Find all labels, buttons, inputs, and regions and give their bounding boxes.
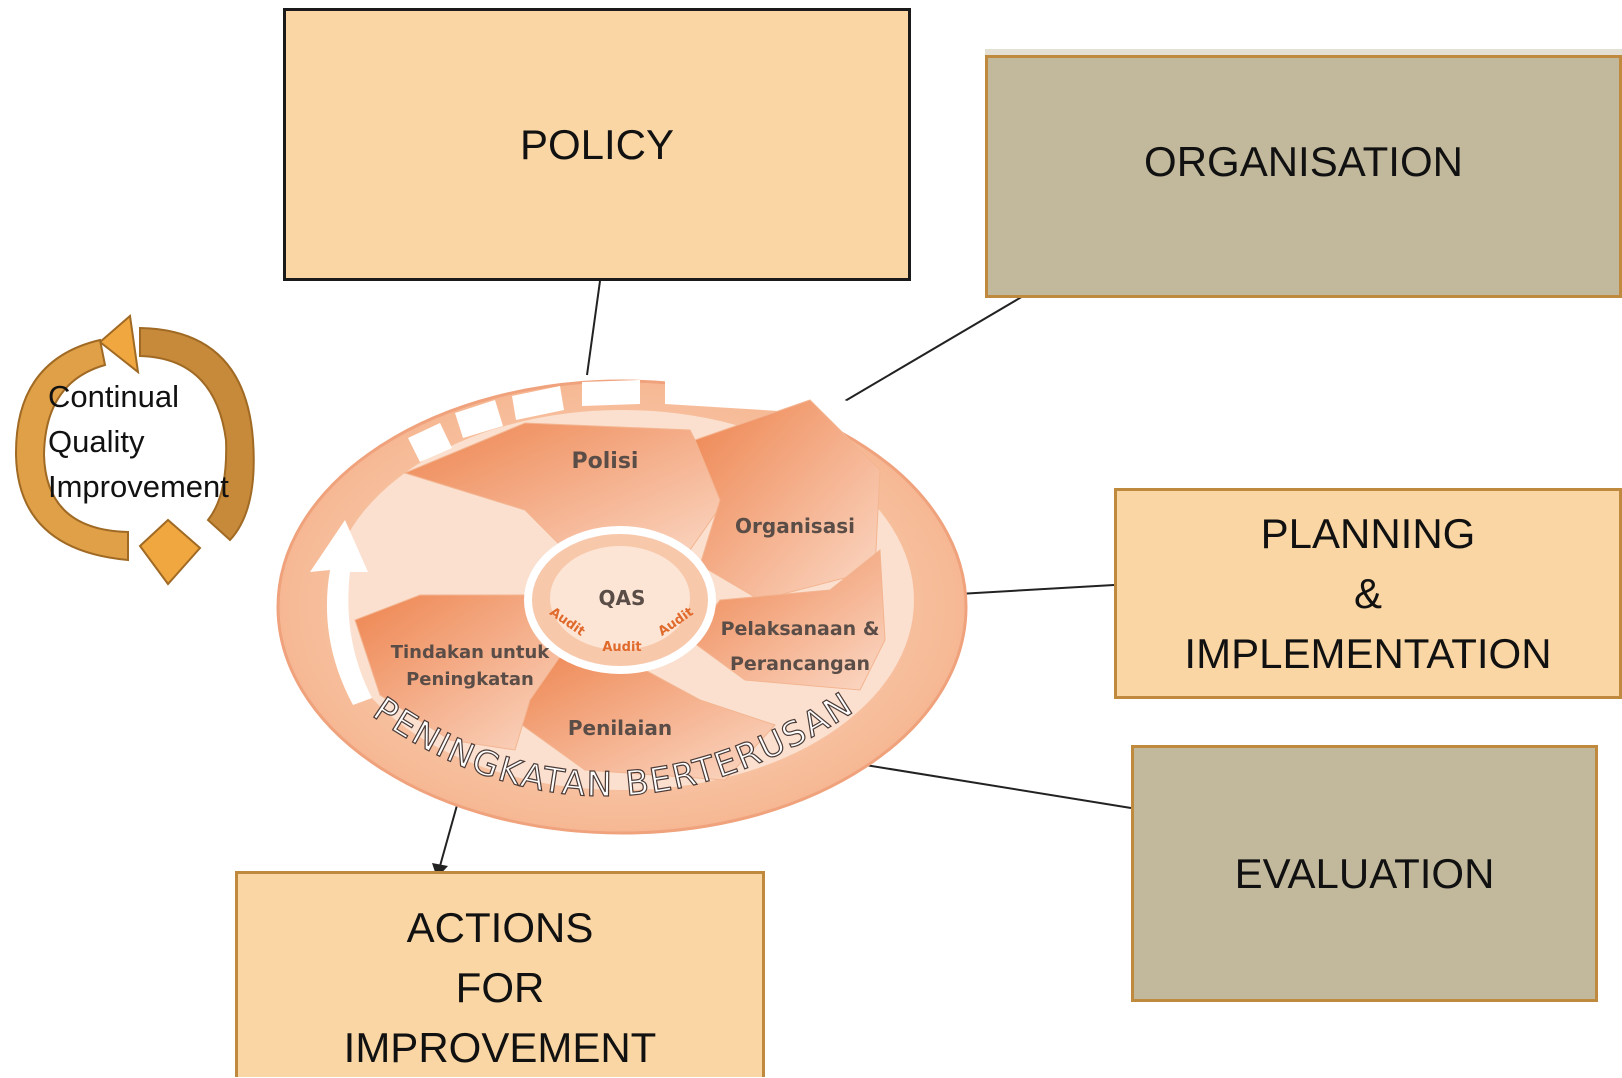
policy-label: POLICY bbox=[519, 120, 675, 168]
cycle-arrow-left bbox=[14, 338, 129, 562]
organisation-box: ORGANISATION bbox=[985, 55, 1622, 298]
left-cycle-arrow bbox=[310, 520, 372, 705]
segment-organisasi: Organisasi bbox=[735, 514, 855, 538]
actions-label: ACTIONS FOR IMPROVEMENT bbox=[343, 904, 657, 1071]
organisation-label: ORGANISATION bbox=[1144, 137, 1463, 185]
segment-pelaksanaan-line2: Perancangan bbox=[730, 653, 870, 675]
actions-box: ACTIONS FOR IMPROVEMENT bbox=[235, 871, 765, 1077]
top-dashes bbox=[408, 380, 945, 478]
blade-organisasi bbox=[694, 399, 881, 601]
audit-label-center: Audit bbox=[602, 640, 641, 655]
evaluation-label: EVALUATION bbox=[1234, 849, 1495, 897]
policy-connector bbox=[586, 280, 601, 376]
segment-tindakan-line2: Peningkatan bbox=[406, 669, 534, 690]
cycle-arrow-top bbox=[139, 326, 255, 542]
cycle-arrows-icon bbox=[14, 314, 255, 586]
planning-label: PLANNING & IMPLEMENTATION bbox=[1184, 509, 1552, 677]
wheel-blades bbox=[354, 399, 886, 781]
policy-box: POLICY bbox=[283, 8, 911, 281]
segment-tindakan-line1: Tindakan untuk bbox=[391, 642, 551, 663]
evaluation-box: EVALUATION bbox=[1131, 745, 1598, 1002]
cycle-label: Continual Quality Improvement bbox=[48, 379, 229, 504]
cycle-arrow-bottom-head bbox=[138, 518, 202, 586]
quality-wheel: Polisi Organisasi Pelaksanaan & Perancan… bbox=[276, 379, 968, 835]
segment-penilaian: Penilaian bbox=[568, 716, 672, 740]
blade-pelaksanaan bbox=[689, 549, 886, 691]
segment-pelaksanaan-line1: Pelaksanaan & bbox=[721, 618, 880, 640]
cycle-arrow-top-head bbox=[98, 314, 140, 375]
blade-penilaian bbox=[514, 649, 776, 781]
center-disc bbox=[550, 546, 690, 650]
segment-polisi: Polisi bbox=[572, 449, 639, 474]
planning-box: PLANNING & IMPLEMENTATION bbox=[1114, 488, 1622, 699]
center-qas: QAS bbox=[599, 586, 646, 610]
blade-tindakan bbox=[354, 594, 576, 751]
